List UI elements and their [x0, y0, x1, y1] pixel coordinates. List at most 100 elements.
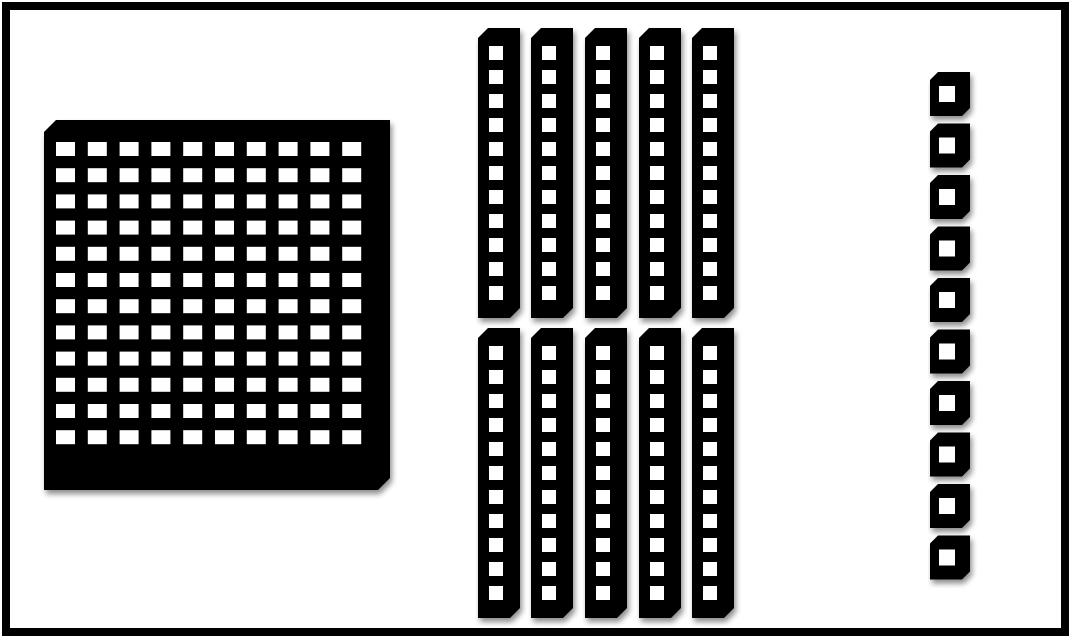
ten-rod-cell [542, 442, 556, 456]
hundred-flat-cell [88, 194, 107, 208]
ten-rod-cell [703, 118, 717, 132]
hundred-flat-cell [215, 194, 234, 208]
ten-rod-cell [489, 286, 503, 300]
ten-rod-cell [703, 262, 717, 276]
hundred-flat-cell [56, 352, 75, 366]
hundred-flat-cell [151, 273, 170, 287]
hundred-flat-cell [151, 221, 170, 235]
ten-rod-cell [703, 586, 717, 600]
hundred-flat-cell [310, 404, 329, 418]
hundred-flat-cell [183, 430, 202, 444]
ten-rod [531, 328, 573, 618]
hundred-flat-cell [247, 273, 266, 287]
ten-rod-cell [703, 214, 717, 228]
hundred-flat-cell [342, 352, 361, 366]
ten-rod-cell [542, 94, 556, 108]
ten-rod-cell [596, 118, 610, 132]
ten-rod-cell [650, 190, 664, 204]
ten-rod-cell [596, 586, 610, 600]
hundred-flat-cell [183, 142, 202, 156]
ten-rod-cell [650, 442, 664, 456]
unit-cube [930, 175, 970, 219]
ten-rod-cell [542, 286, 556, 300]
hundred-flat-cell [120, 273, 139, 287]
unit-cube [930, 227, 970, 271]
ten-rod-cell [542, 418, 556, 432]
hundred-flat-cell [120, 430, 139, 444]
ten-rod-cell [596, 214, 610, 228]
ten-rod [639, 28, 681, 318]
unit-cube-face [939, 241, 955, 257]
ten-rod [639, 328, 681, 618]
ten-rod-cell [489, 70, 503, 84]
unit-cube-face [939, 292, 955, 308]
hundred-flat-cell [151, 404, 170, 418]
ten-rod-cell [596, 466, 610, 480]
hundred-flat-cell [120, 325, 139, 339]
hundred-flat-cell [56, 168, 75, 182]
hundred-flat-cell [183, 378, 202, 392]
hundred-flat-cell [279, 221, 298, 235]
hundred-flat-cell [215, 325, 234, 339]
hundred-flat-cell [56, 221, 75, 235]
hundred-flat-cell [215, 378, 234, 392]
hundred-flat-cell [88, 142, 107, 156]
ten-rod [478, 328, 520, 618]
hundred-flat-cell [183, 325, 202, 339]
hundred-flat-cell [215, 168, 234, 182]
ten-rod-cell [650, 286, 664, 300]
unit-cube [930, 536, 970, 580]
hundred-flat-cell [120, 142, 139, 156]
ten-rod-cell [542, 346, 556, 360]
ten-rod-cell [542, 190, 556, 204]
ten-rod-cell [542, 514, 556, 528]
ten-rod-cell [489, 166, 503, 180]
ten-rod-cell [489, 562, 503, 576]
ten-rod-cell [703, 370, 717, 384]
ten-rod-cell [489, 46, 503, 60]
hundred-flat-cell [88, 247, 107, 261]
ten-rod-cell [650, 466, 664, 480]
unit-cube-face [939, 550, 955, 566]
hundred-flat-cell [120, 194, 139, 208]
ten-rod-cell [650, 262, 664, 276]
hundred-flat-cell [56, 247, 75, 261]
ten-rod-cell [542, 238, 556, 252]
hundred-flat-cell [183, 299, 202, 313]
unit-cube [930, 72, 970, 116]
ten-rod-cell [650, 562, 664, 576]
ten-rod-cell [489, 142, 503, 156]
ten-rod [531, 28, 573, 318]
hundred-flat-cell [88, 273, 107, 287]
ten-rod-cell [703, 346, 717, 360]
ten-rod-cell [596, 262, 610, 276]
ten-rod-cell [489, 466, 503, 480]
hundred-flat-cell [56, 430, 75, 444]
ten-rod-cell [596, 514, 610, 528]
ten-rod-cell [650, 238, 664, 252]
hundred-flat-cell [342, 273, 361, 287]
hundred-flat-cell [310, 247, 329, 261]
hundred-flat-cell [183, 194, 202, 208]
ten-rod-cell [542, 538, 556, 552]
hundred-flat-cell [247, 430, 266, 444]
hundred-flat-cell [56, 299, 75, 313]
ten-rod-cell [596, 94, 610, 108]
hundred-flat-cell [56, 325, 75, 339]
ten-rod-cell [542, 562, 556, 576]
ten-rod-cell [489, 238, 503, 252]
ten-rod-cell [542, 70, 556, 84]
hundred-flat-cell [247, 325, 266, 339]
ten-rod-cell [542, 262, 556, 276]
ten-rod-cell [489, 262, 503, 276]
hundred-flat-cell [279, 142, 298, 156]
ten-rod-cell [596, 166, 610, 180]
ten-rod-cell [596, 442, 610, 456]
hundred-flat-cell [183, 168, 202, 182]
hundred-flat-cell [88, 299, 107, 313]
ten-rod-cell [542, 46, 556, 60]
ten-rod-cell [703, 286, 717, 300]
ten-rod-cell [489, 190, 503, 204]
hundred-flat-cell [88, 221, 107, 235]
hundred-flat-cell [151, 352, 170, 366]
